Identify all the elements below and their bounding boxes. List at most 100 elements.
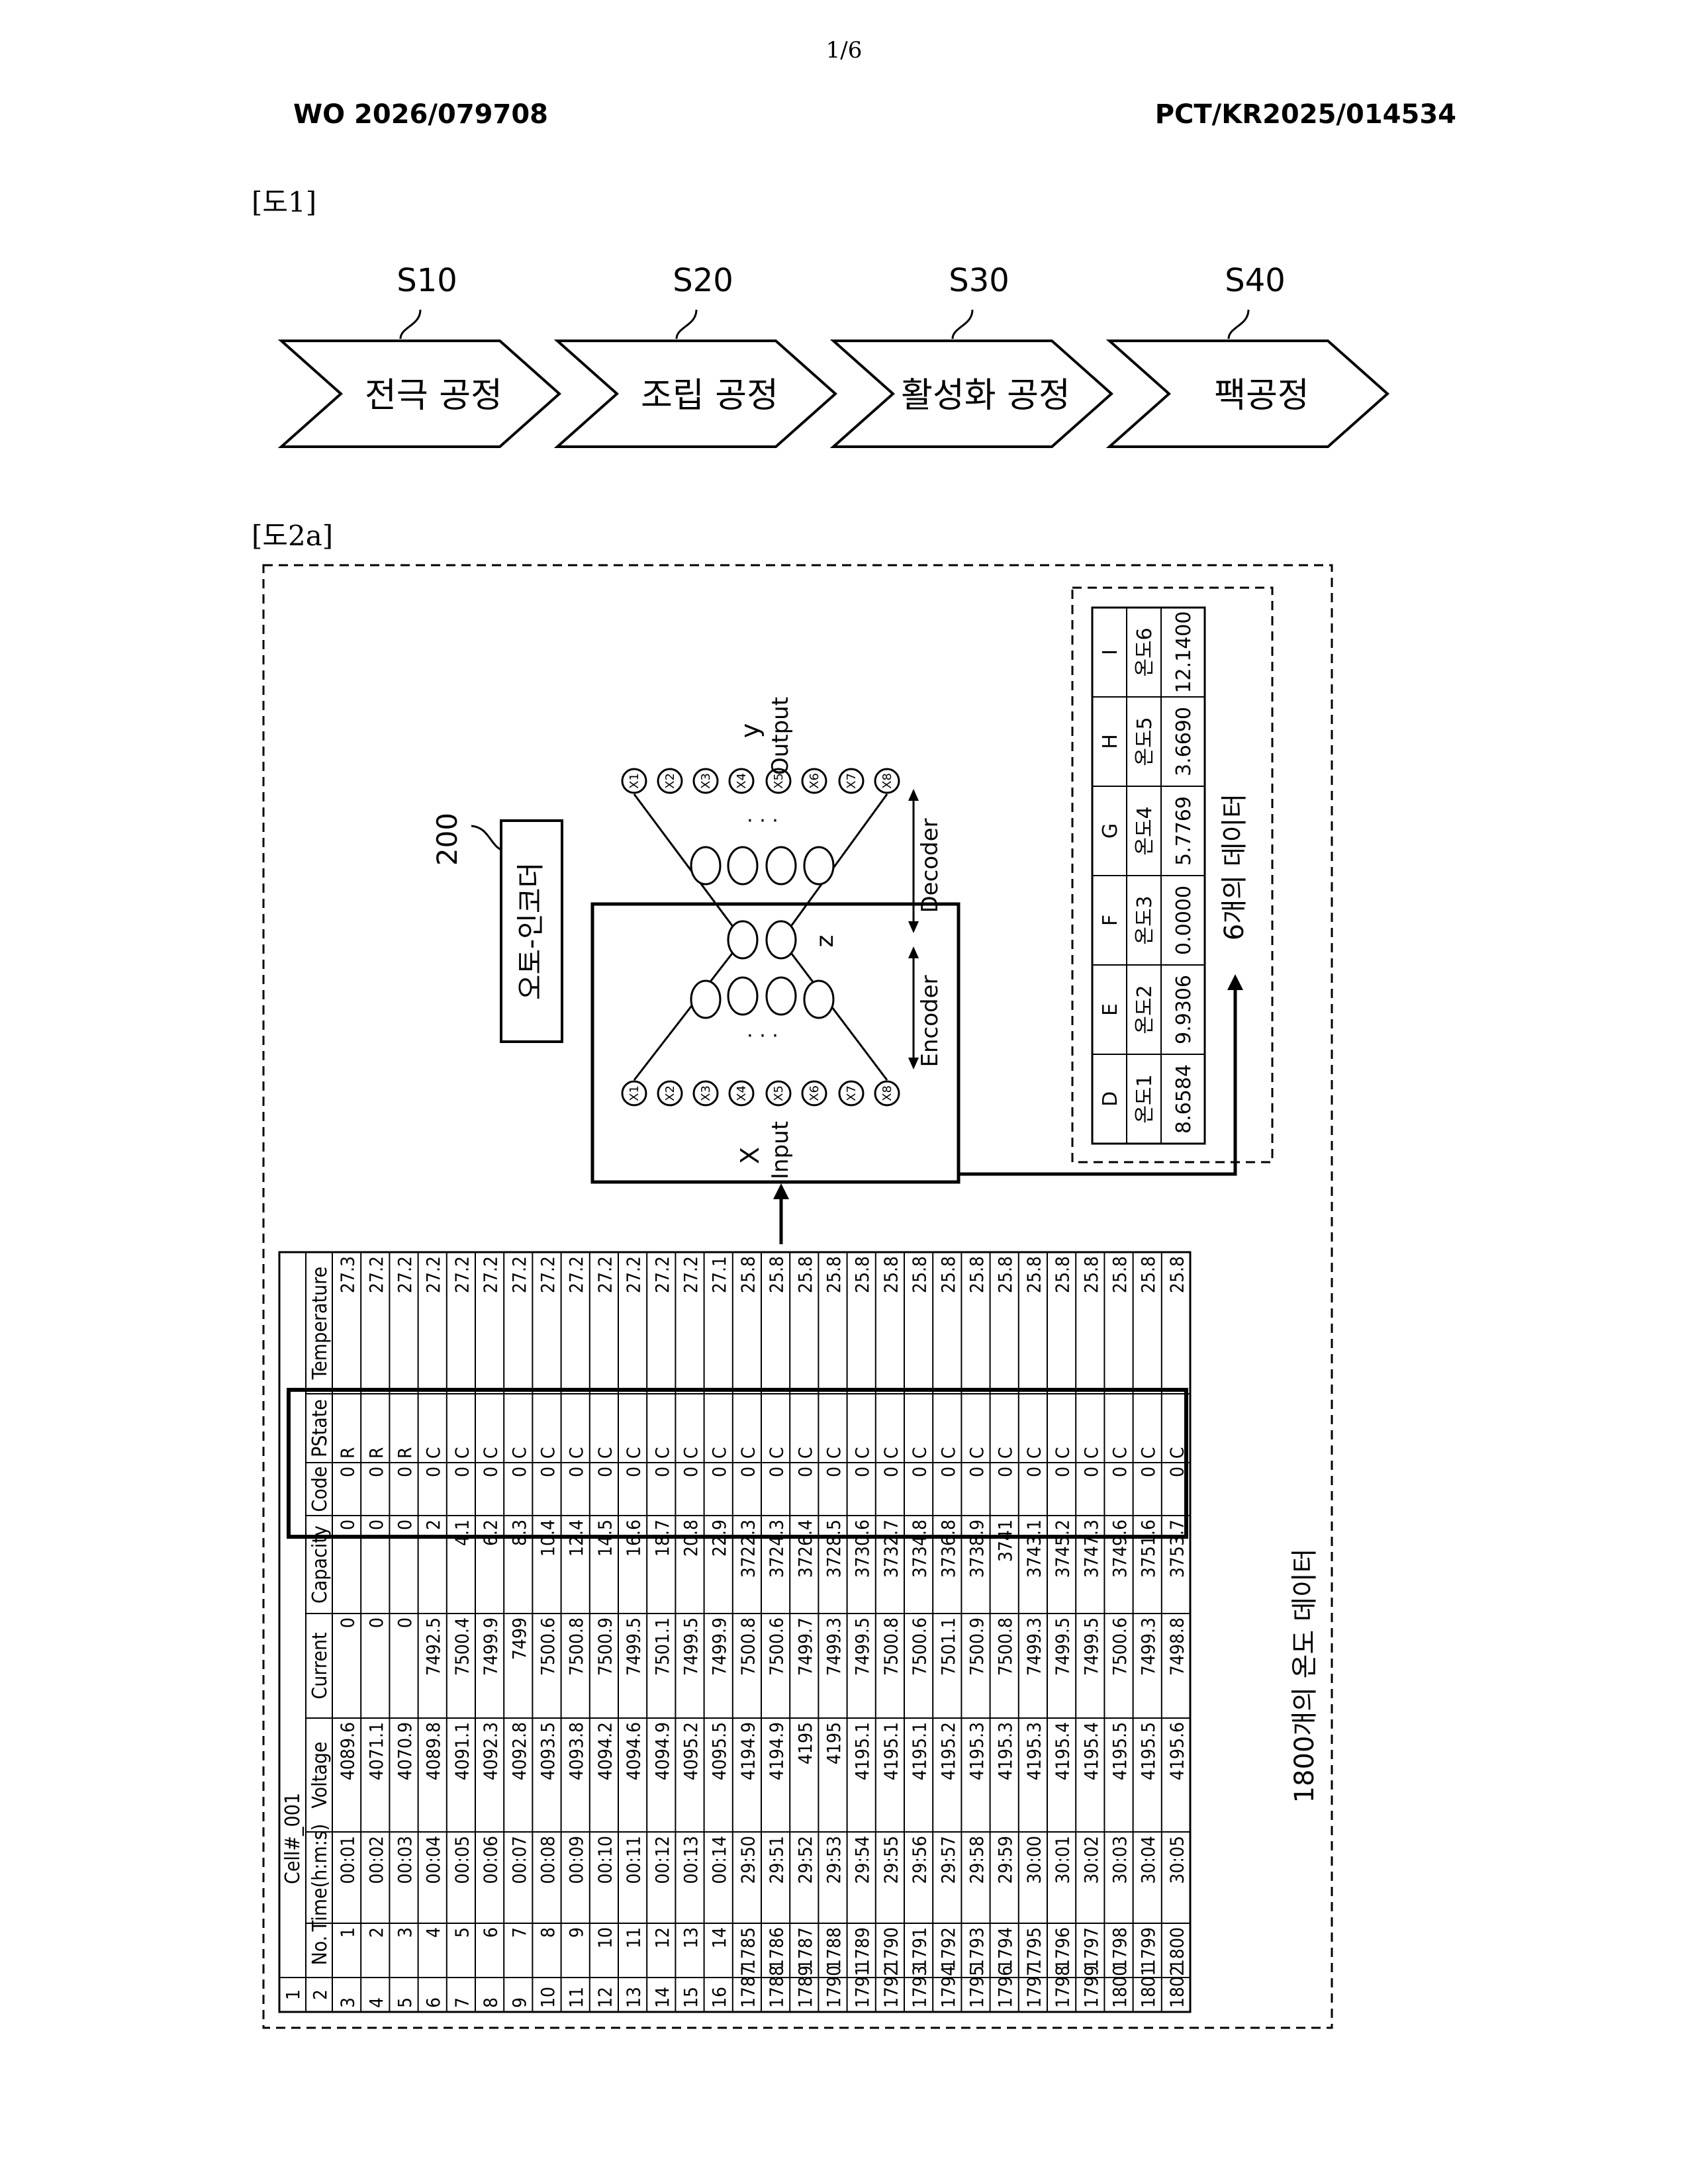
table-cell: 0 [422, 1467, 444, 1477]
table-cell: 0 [851, 1467, 873, 1477]
table-cell: 1 [337, 1927, 359, 1938]
table-cell: 0 [966, 1467, 988, 1477]
table-cell: 1787 [794, 1927, 816, 1970]
table-cell: 1790 [823, 1966, 845, 2008]
hidden-node [767, 921, 796, 958]
table-cell: C [565, 1447, 587, 1459]
table-cell: 25.8 [966, 1256, 988, 1293]
table-cell: 7500.9 [966, 1617, 988, 1676]
table-cell: 0 [1137, 1467, 1159, 1477]
table-cell: 3745.2 [1052, 1520, 1074, 1578]
table-cell: 0 [537, 1467, 559, 1477]
table-cell: 7500.4 [451, 1617, 473, 1676]
table-cell: 1796 [994, 1966, 1016, 2008]
table-cell: C [422, 1447, 444, 1459]
table-cell: R [337, 1447, 359, 1459]
table-cell: C [937, 1447, 959, 1459]
table-cell: 8 [480, 1997, 502, 2008]
input-node-label: X8 [880, 1085, 894, 1101]
table-cell: 4195.5 [1137, 1722, 1159, 1780]
table-cell: 00:09 [565, 1836, 587, 1884]
table-cell: 29:58 [966, 1836, 988, 1884]
table-cell: C [766, 1447, 788, 1459]
table-cell: 7499.5 [851, 1617, 873, 1676]
table-cell: 1798 [1052, 1966, 1074, 2008]
table-cell: 1798 [1109, 1927, 1131, 1970]
table-cell: 3743.1 [1023, 1520, 1045, 1578]
table-cell: 3732.7 [880, 1520, 902, 1578]
hidden-node [804, 981, 833, 1018]
table-cell: 7499.9 [708, 1617, 730, 1676]
table-cell: 0 [365, 1467, 387, 1477]
table-cell: 27.2 [680, 1256, 702, 1293]
output-var-y: y [735, 723, 765, 739]
table-cell: 4195.2 [937, 1722, 959, 1780]
hidden-node [767, 847, 796, 884]
hidden-node [691, 847, 720, 884]
input-node-label: X2 [663, 1085, 677, 1101]
table-cell: 0 [1052, 1467, 1074, 1477]
table-cell: C [651, 1447, 673, 1459]
table-cell: 3 [394, 1927, 416, 1938]
table-cell: 29:57 [937, 1836, 959, 1884]
table-cell: 1792 [880, 1966, 902, 2008]
table-cell: 00:04 [422, 1836, 444, 1884]
temp-table-value: 9.9306 [1172, 975, 1196, 1044]
table-cell: 30:05 [1166, 1836, 1188, 1884]
table-cell: 4093.8 [565, 1722, 587, 1780]
table-cell: 4195.3 [994, 1722, 1016, 1780]
output-node-label: X4 [735, 773, 749, 789]
table-cell: 29:53 [823, 1836, 845, 1884]
table-cell: 30:03 [1109, 1836, 1131, 1884]
caption-1800-data: 1800개의 온도 데이터 [1289, 1549, 1320, 1803]
table-cell: 25.8 [1137, 1256, 1159, 1293]
table-cell: 00:14 [708, 1836, 730, 1884]
table-cell: 7499.3 [1137, 1617, 1159, 1676]
table-cell: 00:11 [623, 1836, 645, 1884]
table-cell: C [680, 1447, 702, 1459]
row-header-2: 2 [309, 1989, 331, 2000]
table-cell: R [365, 1447, 387, 1459]
table-cell: 25.8 [1166, 1256, 1188, 1293]
table-cell: 4195.1 [880, 1722, 902, 1780]
table-cell: 1801 [1137, 1966, 1159, 2008]
input-node-label: X4 [735, 1085, 749, 1101]
table-cell: 13 [623, 1987, 645, 2008]
table-cell: 4195 [794, 1722, 816, 1764]
table-cell: 11 [623, 1927, 645, 1948]
table-cell: 7499.9 [480, 1617, 502, 1676]
table-cell: 1799 [1080, 1966, 1102, 2008]
output-node-label: X6 [808, 773, 821, 789]
table-cell: 7500.6 [1109, 1617, 1131, 1676]
table-cell: 0 [337, 1467, 359, 1477]
table-to-encoder-arrow [773, 1183, 789, 1244]
table-cell: 4089.6 [337, 1722, 359, 1780]
table-cell: 2 [422, 1520, 444, 1530]
table-cell: 3741 [994, 1520, 1016, 1562]
table-cell: 1791 [851, 1966, 873, 2008]
table-cell: 25.8 [1023, 1256, 1045, 1293]
table-cell: C [966, 1447, 988, 1459]
table-cell: 00:08 [537, 1836, 559, 1884]
table-cell: R [394, 1447, 416, 1459]
decoder-label: Decoder [917, 818, 943, 913]
table-cell: 4195.4 [1052, 1722, 1074, 1780]
table-cell: C [994, 1447, 1016, 1459]
table-cell: 3734.8 [909, 1520, 931, 1578]
table-cell: 10 [537, 1987, 559, 2008]
table-cell: 7500.9 [594, 1617, 616, 1676]
table-cell: 0 [337, 1617, 359, 1628]
table-cell: 30:04 [1137, 1836, 1159, 1884]
autoencoder-label: 오토-인코더 [514, 862, 547, 1000]
table-cell: 7500.8 [737, 1617, 759, 1676]
table-cell: 1788 [766, 1966, 788, 2008]
table-cell: 4070.9 [394, 1722, 416, 1780]
table-cell: 4092.3 [480, 1722, 502, 1780]
temp-table-header: E [1099, 1003, 1122, 1016]
table-cell: 27.2 [651, 1256, 673, 1293]
caption-6-data: 6개의 데이터 [1219, 794, 1250, 940]
table-cell: 27.2 [480, 1256, 502, 1293]
temp-table-name: 온도1 [1133, 1074, 1156, 1123]
table-cell: C [1109, 1447, 1131, 1459]
